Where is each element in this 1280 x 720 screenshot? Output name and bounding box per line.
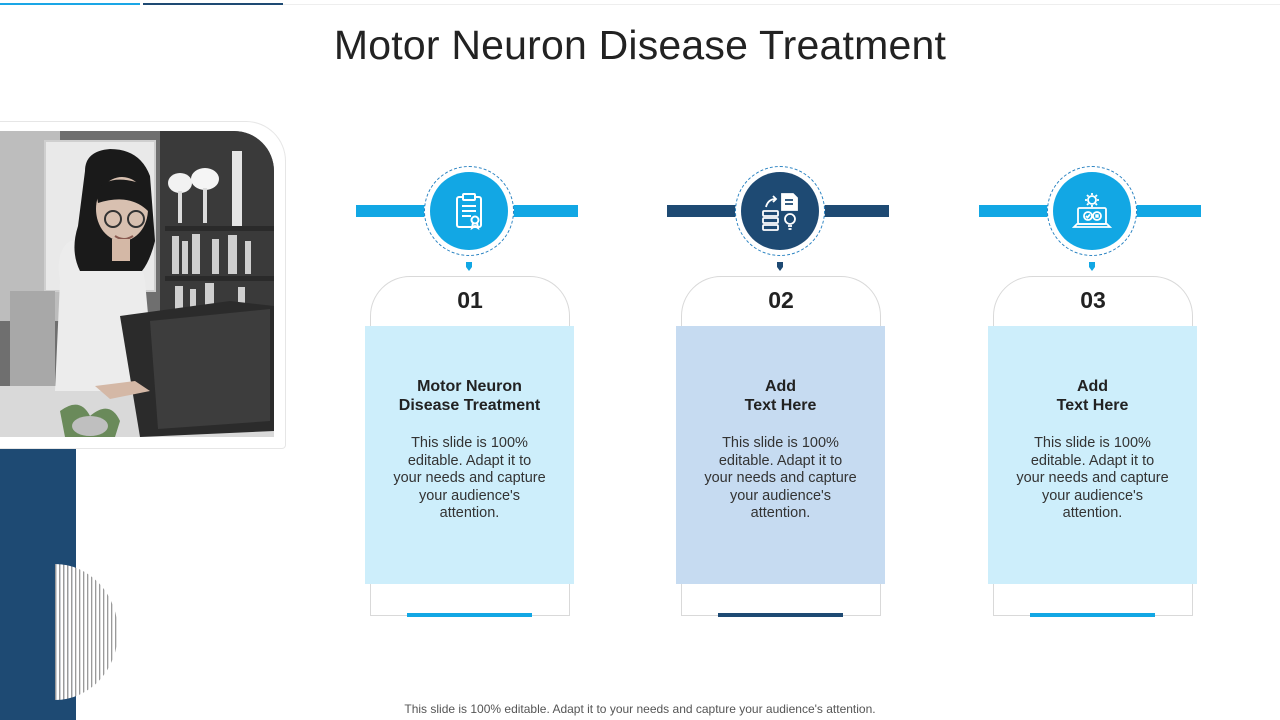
down-arrow-icon [466,262,472,271]
heading-line: Add [764,378,797,395]
card-fill [676,326,885,584]
card-fill [365,326,574,584]
heading-line: Motor Neuron [417,378,522,395]
striped-half-circle [55,564,119,700]
card-underline [407,613,532,617]
certificate-clipboard-icon [430,172,508,250]
step-body: This slide is 100% editable. Adapt it to… [704,435,857,522]
step-body: This slide is 100% editable. Adapt it to… [393,435,546,522]
step-heading: Add Text Here [676,377,885,415]
card-underline [1030,613,1155,617]
step-card-1: 01 Motor Neuron Disease Treatment This s… [356,166,580,626]
heading-line: Add [1076,378,1109,395]
data-document-idea-icon [741,172,819,250]
down-arrow-icon [777,262,783,271]
laptop-gear-icon [1053,172,1131,250]
step-card-2: 02 Add Text Here This slide is 100% edit… [667,166,891,626]
connector-bar [819,205,889,217]
step-number: 01 [457,287,483,313]
heading-line: Disease Treatment [398,397,541,414]
connector-bar [979,205,1059,217]
top-divider-line [283,4,1280,5]
down-arrow-icon [1089,262,1095,271]
heading-line: Text Here [1056,397,1129,414]
step-card-3: 03 Add Text Here This slide is 100% edit… [979,166,1203,626]
step-number: 03 [1080,287,1106,313]
heading-line: Text Here [744,397,817,414]
card-fill [988,326,1197,584]
step-body: This slide is 100% editable. Adapt it to… [1016,435,1169,522]
connector-bar [667,205,747,217]
woman-laptop-photo [0,131,274,437]
step-heading: Add Text Here [988,377,1197,415]
top-accent-line [0,3,140,5]
connector-bar [508,205,578,217]
step-number: 02 [768,287,794,313]
connector-bar [356,205,436,217]
top-accent-line [143,3,283,5]
step-heading: Motor Neuron Disease Treatment [365,377,574,415]
card-underline [718,613,843,617]
footer-note: This slide is 100% editable. Adapt it to… [404,702,876,716]
slide-title: Motor Neuron Disease Treatment [333,22,947,68]
connector-bar [1131,205,1201,217]
